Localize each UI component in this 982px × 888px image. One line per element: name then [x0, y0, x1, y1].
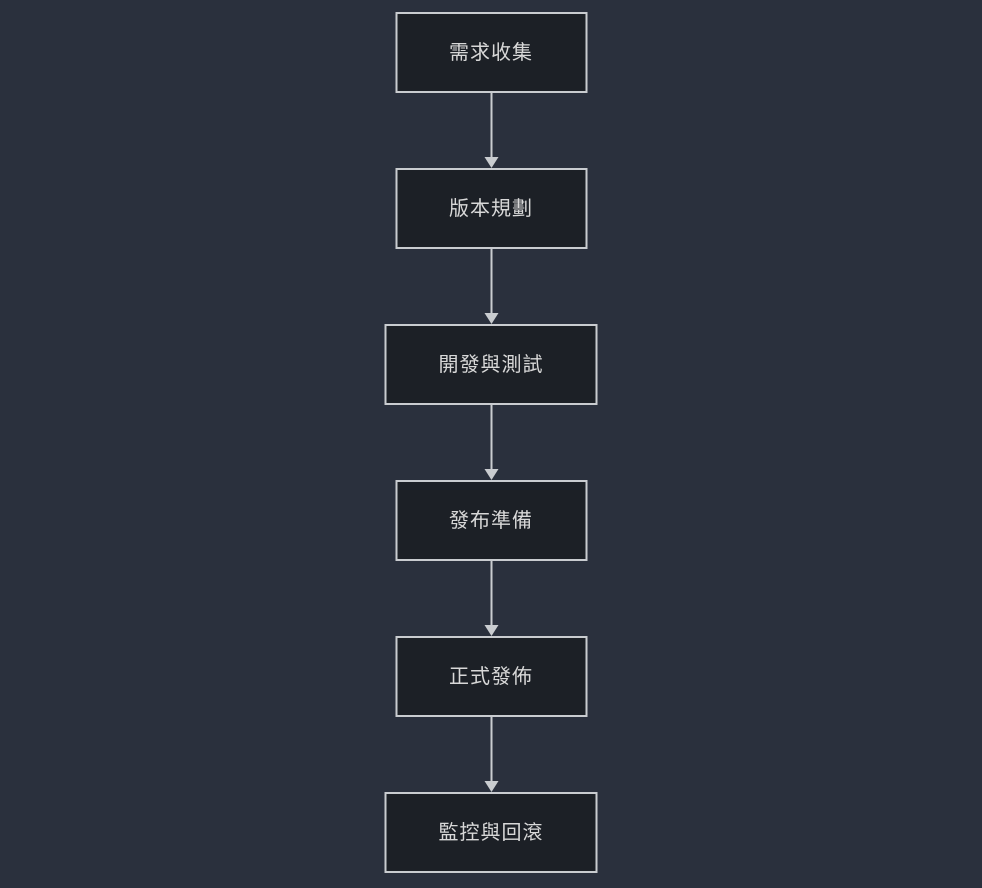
arrow-down-icon: [484, 469, 498, 480]
node-label-official-release: 正式發佈: [449, 665, 533, 688]
flow-node-release-preparation: 發布準備: [395, 480, 587, 561]
arrow-line: [490, 93, 492, 159]
node-label-version-planning: 版本規劃: [449, 197, 533, 220]
node-label-release-preparation: 發布準備: [449, 509, 533, 532]
arrow-down-icon: [484, 313, 498, 324]
node-label-requirements-gathering: 需求收集: [449, 41, 533, 64]
arrow-line: [490, 561, 492, 627]
flow-node-monitoring-rollback: 監控與回滾: [384, 792, 598, 873]
flow-edge-3: [483, 405, 499, 480]
node-label-monitoring-rollback: 監控與回滾: [438, 821, 544, 844]
flow-node-development-testing: 開發與測試: [384, 324, 598, 405]
arrow-down-icon: [484, 157, 498, 168]
release-flowchart: 需求收集 版本規劃 開發與測試 發布準備 正式發佈 監控與回滾: [384, 12, 598, 873]
flow-node-version-planning: 版本規劃: [395, 168, 587, 249]
arrow-line: [490, 717, 492, 783]
flow-edge-5: [483, 717, 499, 792]
node-label-development-testing: 開發與測試: [438, 353, 544, 376]
flow-edge-4: [483, 561, 499, 636]
arrow-line: [490, 249, 492, 315]
flow-node-requirements-gathering: 需求收集: [395, 12, 587, 93]
arrow-down-icon: [484, 625, 498, 636]
flow-node-official-release: 正式發佈: [395, 636, 587, 717]
flow-edge-1: [483, 93, 499, 168]
arrow-line: [490, 405, 492, 471]
arrow-down-icon: [484, 781, 498, 792]
flow-edge-2: [483, 249, 499, 324]
